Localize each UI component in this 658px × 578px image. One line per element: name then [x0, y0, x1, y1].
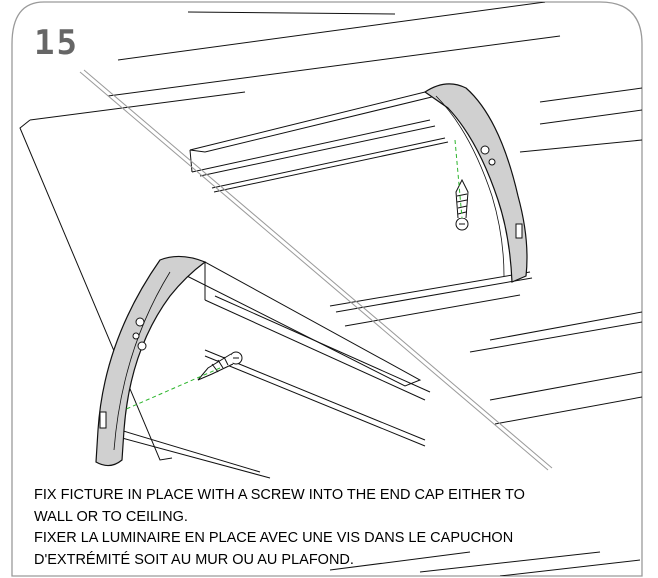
- panel-frame: [11, 1, 643, 577]
- screw-guide-lines: [123, 139, 463, 411]
- instruction-fr-line-1: FIXER LA LUMINAIRE EN PLACE AVEC UNE VIS…: [34, 530, 514, 546]
- step-number: 15: [34, 23, 79, 63]
- end-cap-bracket-upper: [423, 83, 528, 283]
- screw-upper: [455, 178, 469, 231]
- luminaire-lower: [119, 261, 431, 479]
- instruction-en-line-1: FIX FICTURE IN PLACE WITH A SCREW INTO T…: [34, 487, 525, 503]
- end-cap-bracket-lower: [95, 255, 207, 467]
- section-divider-line: [79, 71, 549, 471]
- instruction-text: FIX FICTURE IN PLACE WITH A SCREW INTO T…: [34, 485, 634, 571]
- instruction-en-line-2: WALL OR TO CEILING.: [34, 508, 188, 525]
- ceiling-plane: [19, 2, 642, 576]
- instruction-fr-line-2: D'EXTRÉMITÉ SOIT AU MUR OU AU PLAFOND.: [34, 551, 354, 568]
